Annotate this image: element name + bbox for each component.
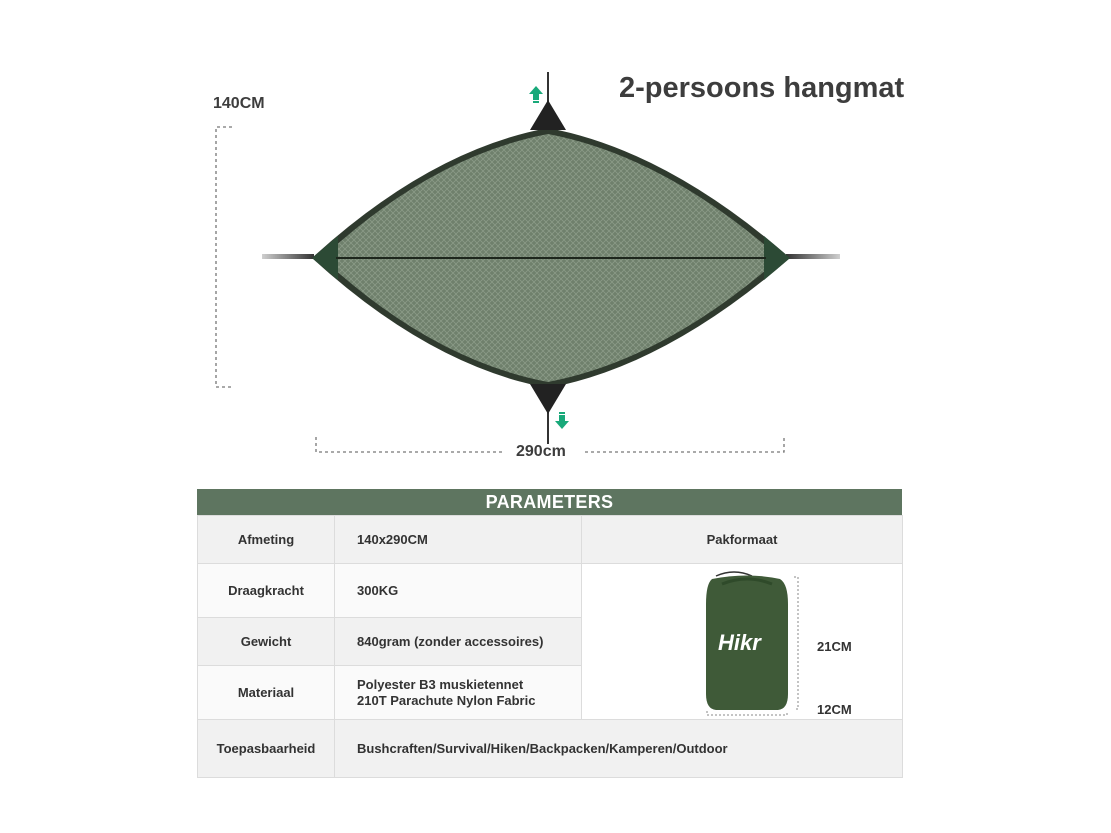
material-line-1: Polyester B3 muskietennet [357,676,524,692]
pack-height-label: 21CM [817,639,852,654]
top-corner [530,100,566,130]
width-bracket [315,437,785,453]
down-arrow-icon [555,412,569,429]
row-value: 300KG [334,563,582,618]
pack-width-label: 12CM [817,702,852,717]
table-row: Materiaal Polyester B3 muskietennet 210T… [197,665,903,720]
parameters-table: PARAMETERS Afmeting 140x290CM Pakformaat… [197,489,903,778]
width-dimension-label: 290cm [516,443,566,460]
row-label: Toepasbaarheid [197,719,335,778]
material-line-2: 210T Parachute Nylon Fabric [357,692,536,708]
table-row: Gewicht 840gram (zonder accessoires) [197,617,903,666]
left-rope [262,254,314,259]
row-value: Bushcraften/Survival/Hiken/Backpacken/Ka… [334,719,903,778]
pack-size-label: Pakformaat [581,515,903,564]
stuff-sack-icon [706,571,799,716]
brand-logo: Hikr [718,630,761,655]
row-label: Gewicht [197,617,335,666]
table-row: Draagkracht 300KG Hikr 21CM 12CM [197,563,903,720]
bottom-corner [530,384,566,414]
row-label: Afmeting [197,515,335,564]
table-row: Afmeting 140x290CM Pakformaat [197,515,903,564]
row-value: Polyester B3 muskietennet 210T Parachute… [334,665,582,720]
page-title: 2-persoons hangmat [619,72,905,104]
row-label: Materiaal [197,665,335,720]
height-bracket [215,126,232,388]
hammock-illustration [215,72,840,453]
height-dimension-label: 140CM [213,95,265,112]
up-arrow-icon [529,86,543,103]
right-rope [786,254,840,259]
parameters-header: PARAMETERS [197,489,902,515]
pack-size-image: Hikr 21CM 12CM [581,563,903,720]
table-row: Toepasbaarheid Bushcraften/Survival/Hike… [197,719,903,778]
row-value: 140x290CM [334,515,582,564]
row-label: Draagkracht [197,563,335,618]
row-value: 840gram (zonder accessoires) [334,617,582,666]
